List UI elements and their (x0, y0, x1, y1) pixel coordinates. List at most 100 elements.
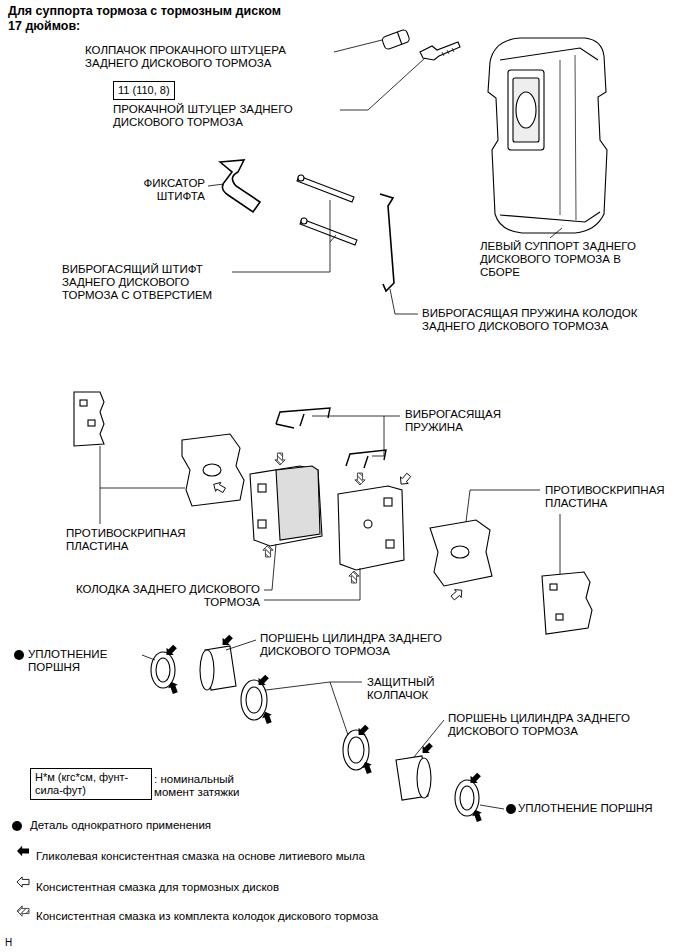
part-label: УПЛОТНЕНИЕ ПОРШНЯ (28, 648, 140, 674)
leader-line (100, 40, 562, 809)
part-drawing (200, 650, 214, 690)
part-drawing (560, 55, 576, 220)
part-drawing (250, 466, 322, 546)
part-drawing (276, 408, 330, 428)
legend-text: Консистентная смазка для тормозных диско… (36, 881, 680, 894)
leader-line (312, 416, 400, 417)
part-label: ВИБРОГАСЯЩАЯ ПРУЖИНА (405, 408, 545, 434)
leader-line (330, 235, 336, 242)
leader-line (264, 568, 360, 600)
part-label: ПРОТИВОСКРИПНАЯ ПЛАСТИНА (66, 527, 206, 553)
grease-arrow (17, 906, 29, 916)
single-use-mark (12, 650, 516, 831)
part-drawing (550, 584, 557, 590)
part-drawing (258, 484, 266, 492)
part-drawing (381, 29, 410, 50)
grease-arrow (470, 808, 484, 823)
part-drawing (556, 614, 563, 620)
single-use-mark (14, 650, 24, 660)
part-label: ЗАЩИТНЫЙ КОЛПАЧОК (367, 676, 467, 702)
part-drawing (397, 32, 401, 44)
part-drawing (297, 176, 354, 202)
grease-arrow (255, 673, 271, 689)
grease-arrow (219, 633, 235, 649)
leader-line (550, 228, 562, 238)
part-drawing (88, 420, 95, 426)
legend-text: Консистентная смазка из комплекта колодо… (36, 910, 680, 923)
grease-arrow (17, 453, 484, 916)
part-drawing (346, 450, 386, 468)
part-drawing (380, 194, 394, 291)
leader-line (480, 805, 504, 809)
legend-text: Гликолевая консистентная смазка на основ… (36, 850, 680, 863)
part-drawing (420, 42, 460, 60)
grease-arrow (397, 472, 413, 488)
part-drawing (513, 78, 539, 142)
grease-arrow (419, 741, 435, 757)
part-drawing (298, 175, 304, 181)
part-drawing (258, 520, 266, 528)
single-use-mark (12, 821, 22, 831)
part-drawing (241, 680, 267, 720)
leader-line (340, 58, 425, 110)
part-drawing (417, 758, 431, 798)
leader-line (266, 682, 362, 690)
grease-arrow (467, 771, 483, 787)
leader-line (334, 40, 382, 52)
part-drawing (203, 464, 221, 476)
part-label: ФИКСАТОР ШТИФТА (105, 177, 205, 203)
leader-line (390, 289, 418, 314)
leader-line (560, 514, 561, 574)
grease-arrow (17, 877, 29, 887)
part-drawing (246, 687, 262, 713)
leader-line (466, 490, 540, 522)
part-drawing (338, 486, 404, 570)
grease-arrow (355, 723, 371, 739)
part-label: ПРОКАЧНОЙ ШТУЦЕР ЗАДНЕГО ДИСКОВОГО ТОРМО… (113, 103, 348, 129)
leader-line (100, 488, 185, 489)
part-drawing (381, 29, 410, 50)
part-label: УПЛОТНЕНИЕ ПОРШНЯ (518, 802, 668, 815)
part-drawing (488, 38, 607, 233)
part-drawing (451, 546, 469, 558)
torque-box: 11 (110, 8) (113, 81, 175, 100)
grease-arrow (449, 586, 465, 602)
single-use-mark (506, 804, 516, 814)
box-text: Н*м (кгс*см, фунт-сила-фут) (31, 769, 151, 799)
part-label: ПРОТИВОСКРИПНАЯ ПЛАСТИНА (545, 484, 680, 510)
leader-line (100, 446, 101, 524)
leader-line (142, 655, 155, 660)
part-drawing (386, 540, 394, 548)
part-drawing (508, 70, 544, 150)
grease-arrow (360, 760, 374, 775)
part-drawing (384, 498, 392, 506)
part-drawing (301, 218, 307, 224)
part-label: ПОРШЕНЬ ЦИЛИНДРА ЗАДНЕГО ДИСКОВОГО ТОРМО… (448, 712, 663, 738)
part-drawing (156, 658, 170, 682)
grease-arrow (211, 480, 227, 495)
box-text: 11 (110, 8) (114, 82, 174, 99)
part-drawing (74, 392, 104, 446)
legend-text: Деталь однократного применения (30, 819, 680, 832)
part-label: КОЛОДКА ЗАДНЕГО ДИСКОВОГО ТОРМОЗА (60, 583, 260, 609)
part-drawing (430, 520, 492, 586)
part-drawing (460, 786, 474, 810)
part-label: ВИБРОГАСЯЩАЯ ПРУЖИНА КОЛОДОК ЗАДНЕГО ДИС… (422, 307, 652, 333)
part-drawing (182, 434, 244, 506)
leader-line (226, 640, 256, 650)
grease-arrow (166, 680, 180, 695)
part-label: ЛЕВЫЙ СУППОРТ ЗАДНЕГО ДИСКОВОГО ТОРМОЗА … (480, 240, 645, 279)
grease-arrow (17, 846, 29, 856)
part-drawing (74, 29, 607, 816)
part-drawing (348, 737, 364, 763)
grease-arrow (349, 571, 359, 583)
part-drawing (364, 520, 372, 528)
part-label: ПОРШЕНЬ ЦИЛИНДРА ЗАДНЕГО ДИСКОВОГО ТОРМО… (260, 632, 460, 658)
leader-line (208, 184, 224, 186)
grease-arrow (355, 473, 365, 485)
leader-line (330, 682, 348, 735)
figure-code: H (5, 936, 35, 949)
part-drawing (500, 48, 600, 222)
part-drawing (542, 572, 592, 634)
